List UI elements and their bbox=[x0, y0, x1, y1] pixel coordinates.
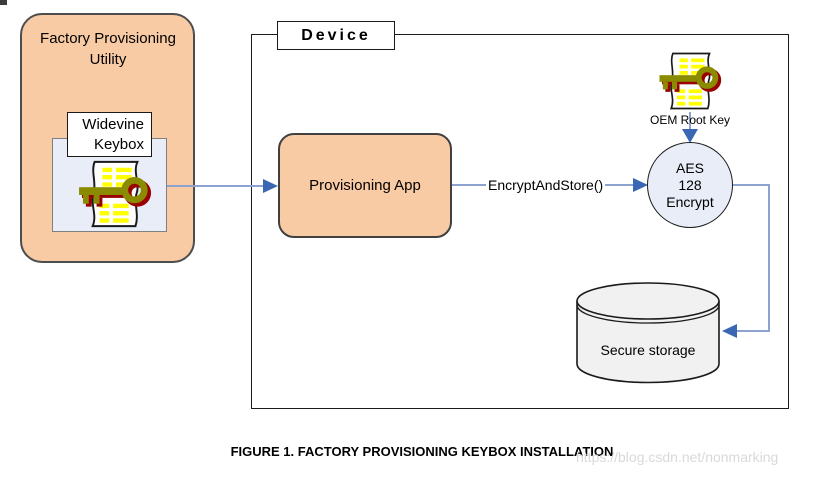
aes-128-encrypt-circle: AES 128 Encrypt bbox=[647, 142, 733, 228]
key bbox=[659, 66, 719, 90]
aes-line-2: 128 bbox=[678, 176, 702, 193]
oem-root-key-document-key-icon bbox=[659, 52, 722, 110]
screenshot-corner-artifact bbox=[0, 0, 7, 5]
factory-provisioning-utility-title: Factory Provisioning Utility bbox=[40, 30, 176, 68]
figure-caption: FIGURE 1. FACTORY PROVISIONING KEYBOX IN… bbox=[230, 444, 614, 459]
encrypt-and-store-call-label: EncryptAndStore() bbox=[486, 177, 606, 193]
secure-storage-label: Secure storage bbox=[600, 342, 696, 358]
provisioning-app-label: Provisioning App bbox=[309, 177, 421, 194]
key bbox=[79, 176, 148, 204]
widevine-keybox-label: Widevine Keybox bbox=[67, 112, 152, 157]
device-label: Device bbox=[277, 21, 395, 50]
csdn-watermark: https://blog.csdn.net/nonmarking bbox=[576, 449, 779, 465]
oem-root-key-label: OEM Root Key bbox=[649, 113, 731, 127]
device-box bbox=[251, 34, 789, 409]
aes-line-1: AES bbox=[675, 159, 704, 176]
secure-storage-cylinder bbox=[576, 282, 720, 384]
aes-line-3: Encrypt bbox=[666, 193, 714, 210]
widevine-keybox-document-key-icon bbox=[79, 160, 152, 228]
document-text-lines bbox=[99, 167, 132, 223]
provisioning-app-box: Provisioning App bbox=[278, 133, 452, 238]
